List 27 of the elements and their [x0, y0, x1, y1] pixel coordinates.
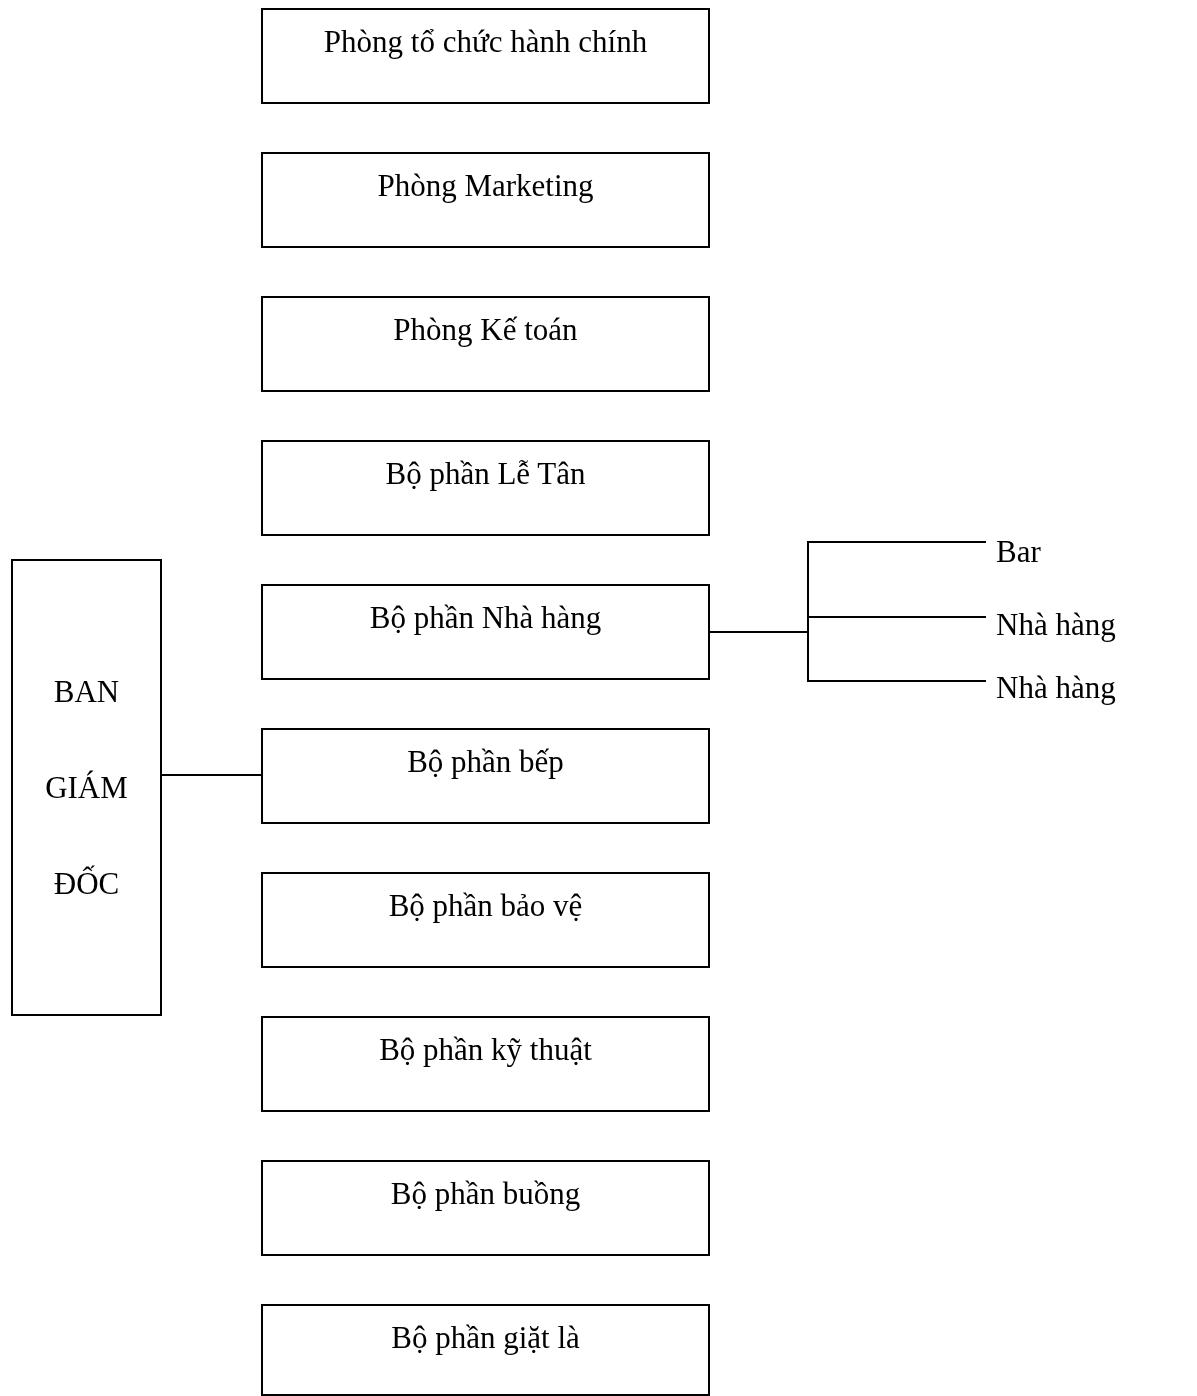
connector-line	[161, 774, 262, 776]
box-label: Bộ phần bếp	[407, 744, 564, 780]
box-label: Phòng Marketing	[377, 168, 594, 204]
box-label: Bộ phần bảo vệ	[388, 888, 583, 924]
box-label: Bộ phần Lễ Tân	[385, 456, 586, 492]
department-box	[261, 872, 710, 968]
unit-label: Nhà hàng	[996, 607, 1116, 643]
department-box	[261, 584, 710, 680]
department-box	[261, 296, 710, 392]
unit-label: Bar	[996, 534, 1041, 570]
unit-label: Nhà hàng	[996, 670, 1116, 706]
box-label: Phòng Kế toán	[393, 312, 578, 348]
box-label: Bộ phần giặt là	[391, 1320, 580, 1356]
department-box	[261, 1016, 710, 1112]
director-box	[11, 559, 162, 1016]
department-box	[261, 440, 710, 536]
department-box	[261, 152, 710, 248]
department-box	[261, 1160, 710, 1256]
department-box	[261, 8, 710, 104]
box-label: Bộ phần kỹ thuật	[379, 1032, 592, 1068]
department-box	[261, 1304, 710, 1396]
box-label: Phòng tổ chức hành chính	[323, 24, 648, 60]
box-label: BAN GIÁM ĐỐC	[44, 672, 129, 903]
connector-line	[709, 631, 987, 682]
box-label: Bộ phần buồng	[390, 1176, 581, 1212]
department-box	[261, 728, 710, 824]
box-label: Bộ phần Nhà hàng	[369, 600, 602, 636]
